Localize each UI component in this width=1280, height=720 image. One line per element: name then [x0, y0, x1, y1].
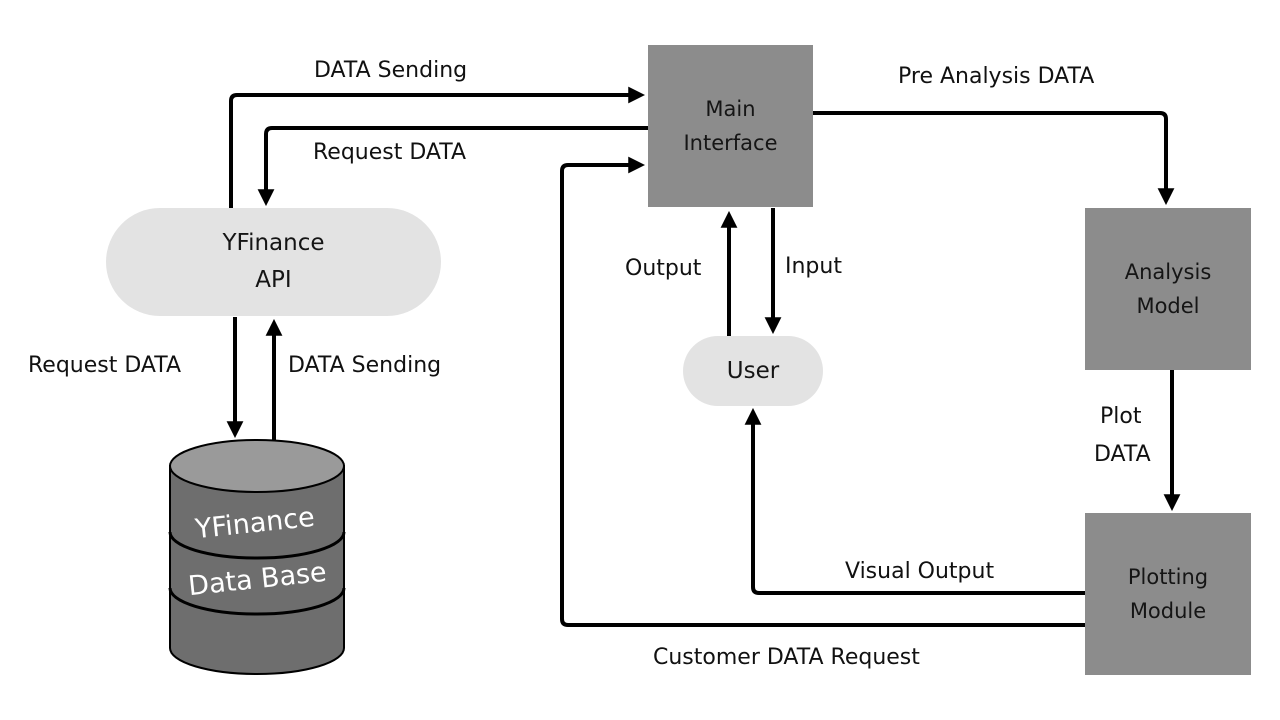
label-request-data-top: Request DATA: [313, 140, 467, 165]
yfinance-api-line1: YFinance: [222, 230, 325, 256]
label-plot-data: Plot DATA: [1094, 398, 1151, 474]
arrow-plotting-to-user: [744, 407, 1085, 595]
arrow-plotting-to-main: [560, 156, 1085, 627]
yfinance-api-line2: API: [255, 267, 292, 293]
plotting-module-line1: Plotting: [1127, 565, 1209, 589]
label-output: Output: [625, 256, 702, 281]
label-plot-data-line2: DATA: [1094, 442, 1151, 467]
yfinance-database-node: YFinance Data Base: [168, 436, 346, 678]
plotting-module-line2: Module: [1129, 599, 1207, 623]
label-customer-data-request: Customer DATA Request: [653, 645, 920, 670]
yfinance-api-node: YFinance API: [106, 208, 441, 316]
user-label: User: [726, 358, 780, 384]
arrow-main-to-analysis: [813, 111, 1175, 206]
main-interface-line2: Interface: [683, 131, 778, 155]
analysis-model-node: Analysis Model: [1085, 208, 1251, 370]
user-node: User: [683, 336, 823, 406]
analysis-model-line2: Model: [1136, 294, 1200, 318]
database-icon: [168, 439, 346, 675]
label-plot-data-line1: Plot: [1100, 404, 1142, 429]
label-input: Input: [785, 254, 842, 279]
plotting-module-node: Plotting Module: [1085, 513, 1251, 675]
main-interface-line1: Main: [705, 97, 756, 121]
arrow-api-to-main: [229, 86, 646, 208]
label-data-sending-top: DATA Sending: [314, 58, 468, 83]
label-visual-output: Visual Output: [845, 559, 995, 584]
label-request-data-db: Request DATA: [28, 353, 182, 378]
arrow-main-to-api: [257, 126, 648, 207]
label-pre-analysis-data: Pre Analysis DATA: [898, 64, 1095, 89]
main-interface-node: Main Interface: [648, 45, 813, 207]
analysis-model-line1: Analysis: [1124, 260, 1212, 284]
label-data-sending-db: DATA Sending: [288, 353, 442, 378]
